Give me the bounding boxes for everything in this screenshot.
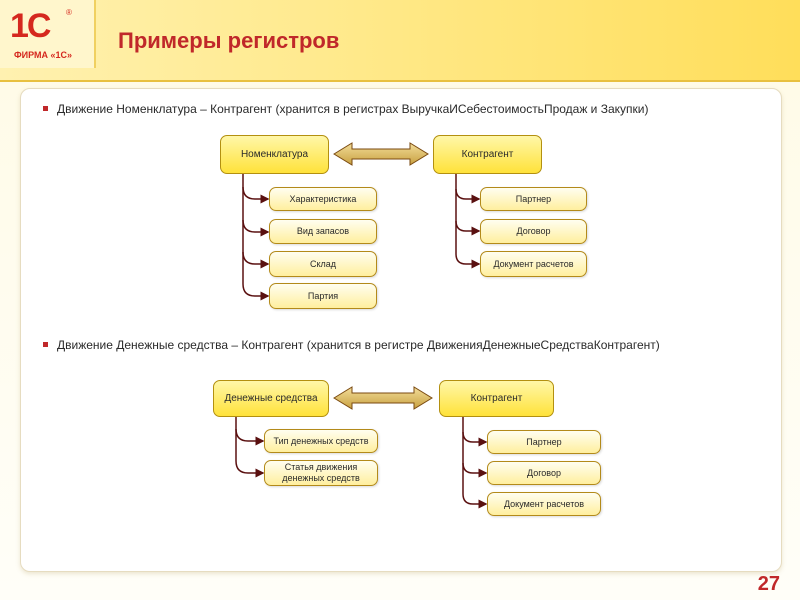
box-partner: Партнер xyxy=(480,187,587,211)
logo-company-name: ФИРМА «1С» xyxy=(14,50,73,60)
box-contract: Договор xyxy=(487,461,601,485)
logo: 1С ® ФИРМА «1С» xyxy=(0,0,96,68)
box-warehouse: Склад xyxy=(269,251,377,277)
box-characteristic: Характеристика xyxy=(269,187,377,211)
box-cash-type: Тип денежных средств xyxy=(264,429,378,453)
page-number: 27 xyxy=(757,573,780,595)
bullet-text: Движение Денежные средства – Контрагент … xyxy=(57,338,660,352)
header-band: 1С ® ФИРМА «1С» Примеры регистров xyxy=(0,0,800,82)
box-partner: Партнер xyxy=(487,430,601,454)
bullet-section-1: Движение Номенклатура – Контрагент (хран… xyxy=(43,102,649,116)
content-panel xyxy=(20,88,782,572)
slide-title: Примеры регистров xyxy=(118,28,340,53)
box-batch: Партия xyxy=(269,283,377,309)
box-contract: Договор xyxy=(480,219,587,244)
box-settlement-document: Документ расчетов xyxy=(480,251,587,277)
double-arrow-icon xyxy=(333,142,429,166)
bullet-section-2: Движение Денежные средства – Контрагент … xyxy=(43,338,660,352)
box-settlement-document: Документ расчетов xyxy=(487,492,601,516)
logo-registered-mark: ® xyxy=(66,8,72,17)
bullet-marker xyxy=(43,342,48,347)
box-nomenclature: Номенклатура xyxy=(220,135,329,174)
box-cash-flow-item: Статья движения денежных средств xyxy=(264,460,378,486)
box-stock-type: Вид запасов xyxy=(269,219,377,244)
logo-mark: 1С xyxy=(10,7,51,45)
bullet-marker xyxy=(43,106,48,111)
box-counterparty: Контрагент xyxy=(433,135,542,174)
box-counterparty: Контрагент xyxy=(439,380,554,417)
double-arrow-icon xyxy=(333,386,433,410)
bullet-text: Движение Номенклатура – Контрагент (хран… xyxy=(57,102,649,116)
box-cash: Денежные средства xyxy=(213,380,329,417)
